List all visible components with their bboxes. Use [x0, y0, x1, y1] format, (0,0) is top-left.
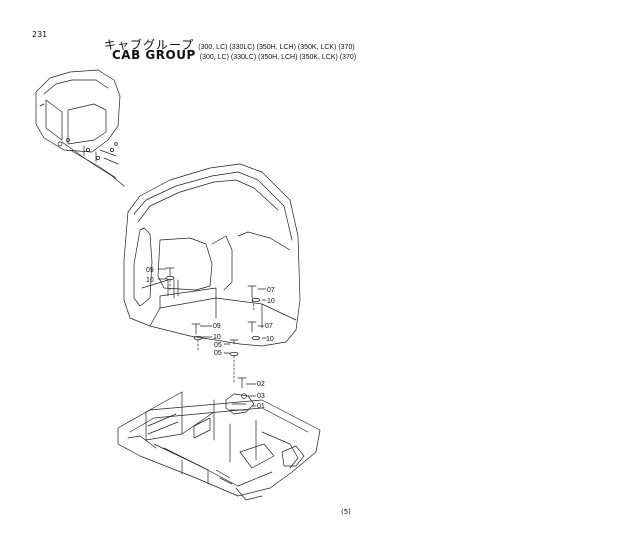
- page-number: 231: [32, 30, 48, 39]
- title-en-text: CAB GROUP: [112, 48, 196, 62]
- variants-en: (300, LC) (330LC) (350H, LCH) (350K, LCK…: [199, 54, 357, 61]
- title-english: CAB GROUP(300, LC) (330LC) (350H, LCH) (…: [112, 48, 356, 62]
- part-label-07: 07: [265, 323, 273, 330]
- part-label-10: 10: [266, 336, 274, 343]
- title-japanese: キャブグループ(300, LC) (330LC) (350H, LCH) (35…: [104, 36, 355, 53]
- cab-body: [123, 163, 301, 347]
- index-cab-sketch: [35, 69, 125, 187]
- undercarriage-frame: [117, 391, 321, 501]
- part-label-09: 09: [213, 323, 221, 330]
- part-label-09: 09: [146, 267, 154, 274]
- part-label-02: 02: [257, 381, 265, 388]
- part-label-10: 10: [267, 298, 275, 305]
- variants-jp: (300, LC) (330LC) (350H, LCH) (350K, LCK…: [198, 44, 355, 51]
- part-label-05: 05: [214, 350, 222, 357]
- part-label-03: 03: [257, 393, 265, 400]
- part-label-01: 01: [257, 403, 265, 410]
- title-jp-text: キャブグループ: [104, 38, 195, 52]
- page-footer-code: (5): [341, 508, 351, 516]
- part-label-05: 05: [214, 342, 222, 349]
- bolt-assemblies: [157, 267, 267, 415]
- part-labels: 09 10 07 10 09 07 10 10 05 05 02 03 01: [146, 267, 275, 410]
- part-label-10: 10: [213, 334, 221, 341]
- part-label-10: 10: [146, 277, 154, 284]
- part-label-07: 07: [267, 287, 275, 294]
